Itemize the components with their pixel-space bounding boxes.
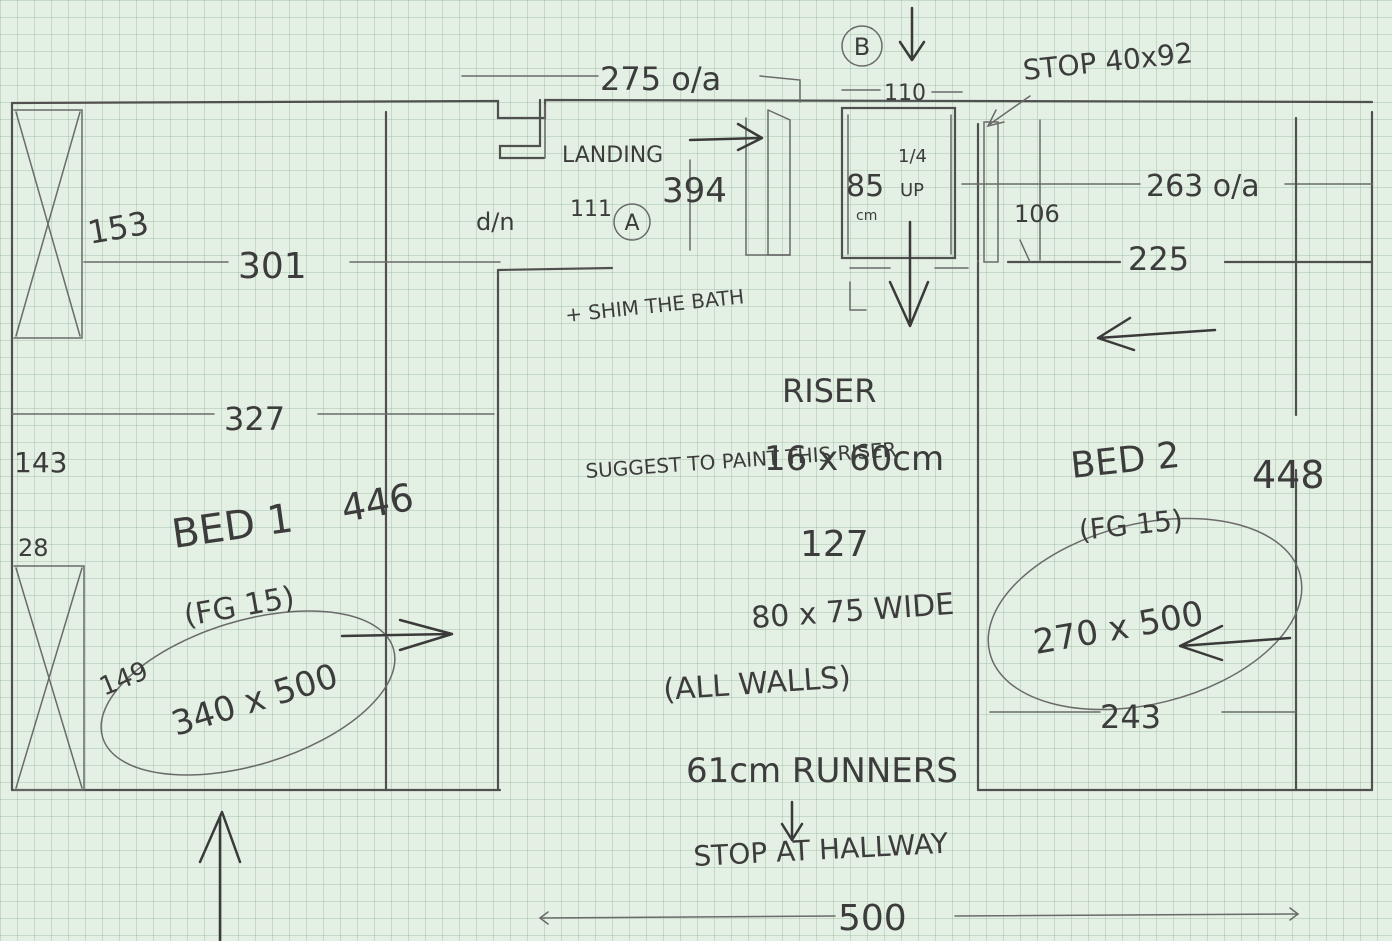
label-stop: STOP 40x92 [1021, 36, 1194, 87]
label-all-walls: (ALL WALLS) [662, 660, 852, 708]
label-riser-size: 16 x 60cm [764, 439, 944, 479]
label-bed2-size: 270 x 500 [1031, 594, 1207, 663]
landing-wall [496, 98, 614, 272]
label-top-width: 275 o/a [600, 60, 721, 98]
label-149: 149 [95, 656, 152, 702]
label-step-106: 106 [1014, 200, 1060, 228]
label-bed2-243: 243 [1100, 698, 1161, 736]
label-a-width: 111 [570, 197, 612, 222]
label-327: 327 [224, 400, 285, 438]
wardrobe-top-outline [13, 109, 83, 339]
label-stair-up: UP [900, 180, 924, 201]
stair-down-arrow-icon [888, 220, 930, 328]
label-bed2: BED 2 [1069, 435, 1182, 487]
label-riser-127: 127 [800, 524, 869, 565]
label-total-500: 500 [838, 898, 907, 939]
runners-down-arrow-icon [780, 800, 804, 842]
label-stair-85: 85 [846, 169, 884, 204]
label-bed2-448: 448 [1252, 453, 1325, 497]
label-28: 28 [18, 534, 49, 562]
label-riser-80: 80 x 75 WIDE [750, 587, 955, 636]
label-landing: LANDING [562, 143, 663, 168]
label-bed1-size: 340 x 500 [167, 656, 343, 744]
wardrobe-top-cross [15, 111, 81, 337]
label-marker-a: A [624, 211, 639, 236]
label-r-225: 225 [1128, 240, 1189, 278]
bed2-rug [987, 517, 1303, 711]
label-143: 143 [14, 446, 67, 479]
entry-up-arrow-icon [198, 810, 242, 941]
total-dim-line [539, 913, 1299, 919]
label-runners: 61cm RUNNERS [686, 751, 958, 791]
label-bed2-fg: (FG 15) [1077, 503, 1184, 547]
landing-arrow-icon [688, 122, 764, 152]
down-arrow-b-icon [898, 6, 926, 62]
label-301: 301 [238, 246, 307, 287]
total-dim-ticks [538, 907, 1300, 925]
bed1-right-arrow-icon [340, 618, 454, 652]
wardrobe-bottom-cross [15, 567, 83, 789]
wardrobe-bottom-outline [13, 565, 85, 791]
label-stair-cm: cm [856, 208, 877, 224]
label-d-width: d/n [476, 208, 515, 236]
marker-a-circle [613, 203, 651, 241]
marker-b-circle [841, 25, 883, 67]
stair-well-inner [847, 114, 952, 255]
step-outline [983, 121, 999, 263]
landing-dim-275 [461, 75, 801, 103]
label-bed1-fg: (FG 15) [181, 580, 297, 634]
label-b-width: 110 [884, 81, 926, 106]
label-153: 153 [85, 204, 152, 252]
stair-bottom-lines [849, 267, 969, 311]
label-bed1: BED 1 [169, 495, 296, 557]
stair-dim-110 [841, 89, 963, 93]
bed2-dim-106 [1019, 119, 1041, 263]
label-r-width: 263 o/a [1146, 169, 1260, 204]
stop-pointer-arrow-icon [986, 95, 1031, 128]
label-bath: + SHIM THE BATH [564, 284, 745, 327]
label-a-len: 394 [662, 171, 727, 211]
label-marker-b: B [854, 33, 870, 61]
bed2-rug-arrow-icon [1178, 624, 1292, 662]
bed1-rug [100, 610, 396, 776]
label-riser: RISER [782, 372, 876, 410]
label-stop-hall: STOP AT HALLWAY [693, 827, 950, 873]
stair-well [840, 106, 957, 260]
outer-wall-top [10, 98, 1374, 120]
label-stair-14: 1/4 [898, 146, 927, 167]
label-bed1-446: 446 [338, 475, 417, 531]
landing-wall-short [689, 117, 791, 256]
bed2-left-arrow-icon [1096, 316, 1217, 352]
